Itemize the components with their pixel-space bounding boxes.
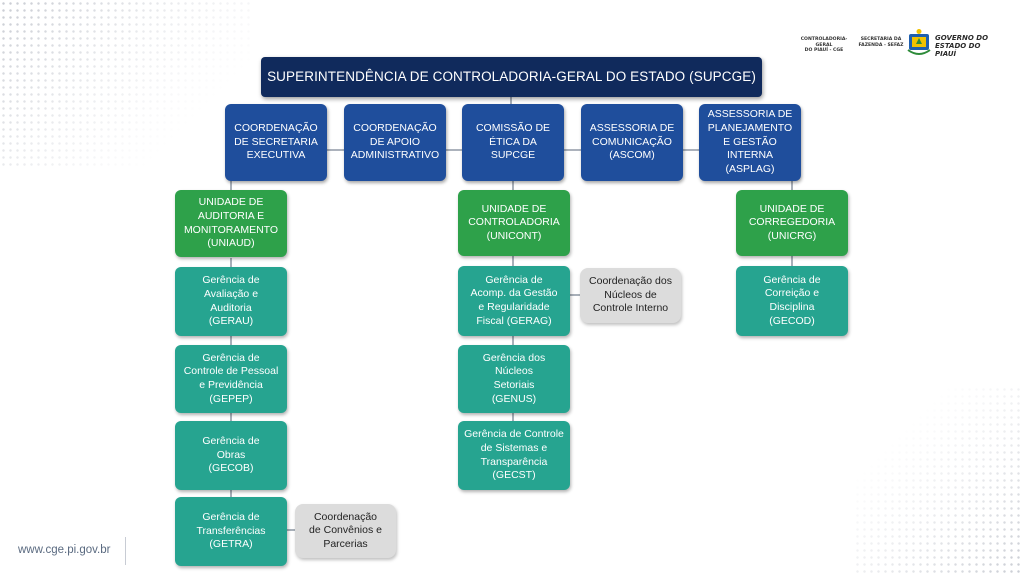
government-logo-label: GOVERNO DO ESTADO DO PIAUÍ bbox=[935, 34, 989, 59]
sefaz-logo-label: SECRETARIA DA FAZENDA - SEFAZ bbox=[858, 37, 904, 48]
gecod-box: Gerência de Correição e Disciplina (GECO… bbox=[736, 266, 848, 336]
gecst-box: Gerência de Controle de Sistemas e Trans… bbox=[458, 421, 570, 490]
footer-divider bbox=[125, 537, 126, 565]
getra-box: Gerência de Transferências (GETRA) bbox=[175, 497, 287, 566]
cge-logo-label: CONTROLADORIA-GERAL DO PIAUÍ - CGE bbox=[800, 37, 848, 54]
unicont-box: UNIDADE DE CONTROLADORIA (UNICONT) bbox=[458, 190, 570, 256]
gecob-box: Gerência de Obras (GECOB) bbox=[175, 421, 287, 490]
website-link[interactable]: www.cge.pi.gov.br bbox=[18, 544, 111, 556]
secretaria-executiva-box: COORDENAÇÃO DE SECRETARIA EXECUTIVA bbox=[225, 104, 327, 181]
ascom-box: ASSESSORIA DE COMUNICAÇÃO (ASCOM) bbox=[581, 104, 683, 181]
superintendency-box: SUPERINTENDÊNCIA DE CONTROLADORIA-GERAL … bbox=[261, 57, 762, 97]
gepep-box: Gerência de Controle de Pessoal e Previd… bbox=[175, 345, 287, 413]
gerau-box: Gerência de Avaliação e Auditoria (GERAU… bbox=[175, 267, 287, 336]
comissao-etica-box: COMISSÃO DE ÉTICA DA SUPCGE bbox=[462, 104, 564, 181]
uniaud-box: UNIDADE DE AUDITORIA E MONITORAMENTO (UN… bbox=[175, 190, 287, 257]
apoio-administrativo-box: COORDENAÇÃO DE APOIO ADMINISTRATIVO bbox=[344, 104, 446, 181]
piaui-coat-of-arms-icon bbox=[907, 29, 931, 55]
coordenacao-convenios-box: Coordenação de Convênios e Parcerias bbox=[295, 504, 396, 558]
genus-box: Gerência dos Núcleos Setoriais (GENUS) bbox=[458, 345, 570, 413]
gerag-box: Gerência de Acomp. da Gestão e Regularid… bbox=[458, 266, 570, 336]
coordenacao-nucleos-box: Coordenação dos Núcleos de Controle Inte… bbox=[580, 268, 681, 323]
header-logos: CONTROLADORIA-GERAL DO PIAUÍ - CGE SECRE… bbox=[795, 28, 995, 62]
unicrg-box: UNIDADE DE CORREGEDORIA (UNICRG) bbox=[736, 190, 848, 256]
asplag-box: ASSESSORIA DE PLANEJAMENTO E GESTÃO INTE… bbox=[699, 104, 801, 181]
